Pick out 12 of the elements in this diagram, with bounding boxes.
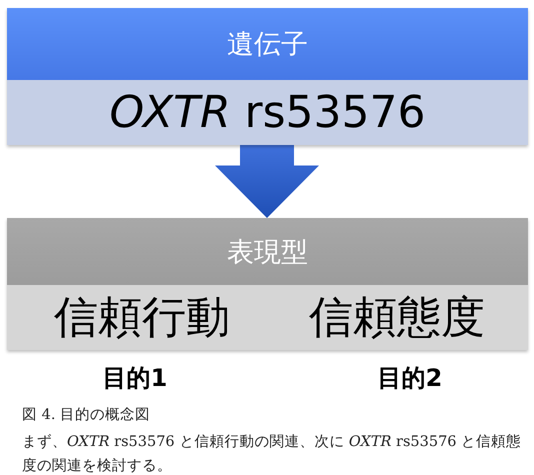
gene-box [7, 8, 528, 145]
caption-text: まず、OXTR rs53576 と信頼行動の関連、次に OXTR rs53576 と信頼態度の関連を検討する。 [22, 433, 522, 475]
box-body-text: OXTR rs53576 [109, 87, 426, 138]
trait-text: 信頼態度 [309, 290, 485, 344]
figure-caption: 図 4. 目的の概念図 [22, 406, 152, 424]
box-heading: 遺伝子 [227, 28, 308, 62]
block-arrow [215, 145, 319, 218]
box-heading: 表現型 [227, 236, 308, 270]
trait-text: 信頼行動 [54, 290, 230, 344]
objective-label: 目的2 [376, 363, 444, 394]
phenotype-box [7, 218, 528, 350]
objective-label: 目的1 [102, 363, 168, 394]
